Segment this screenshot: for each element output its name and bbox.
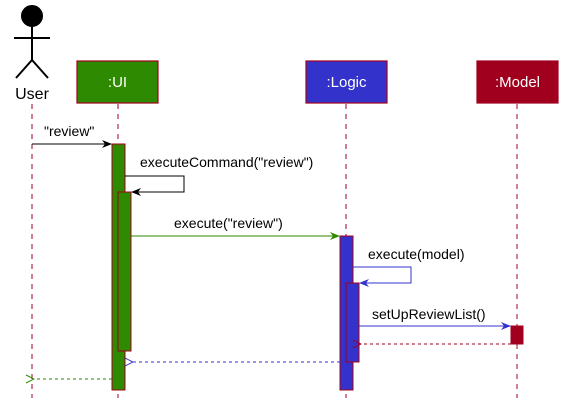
ui-participant-box xyxy=(76,60,159,104)
message-execute-command-label: executeCommand("review") xyxy=(140,154,313,170)
model-participant-box xyxy=(476,60,559,104)
message-execute-model-label: execute(model) xyxy=(368,246,465,262)
user-actor-icon xyxy=(14,5,50,79)
model-activation xyxy=(510,325,524,345)
ui-participant-label: :UI xyxy=(108,74,127,91)
message-execute-model-arrow xyxy=(353,266,412,287)
logic-participant-label: :Logic xyxy=(326,74,367,91)
message-execute-review-label: execute("review") xyxy=(174,215,283,231)
ui-activation-inner xyxy=(117,191,132,352)
message-review-label: "review" xyxy=(44,123,94,139)
user-label: User xyxy=(15,86,49,103)
message-setup-review-list-label: setUpReviewList() xyxy=(372,306,486,322)
logic-participant-box xyxy=(305,60,388,104)
message-execute-command-arrow xyxy=(125,175,185,196)
logic-activation-inner xyxy=(345,282,360,363)
model-participant-label: :Model xyxy=(495,74,540,91)
